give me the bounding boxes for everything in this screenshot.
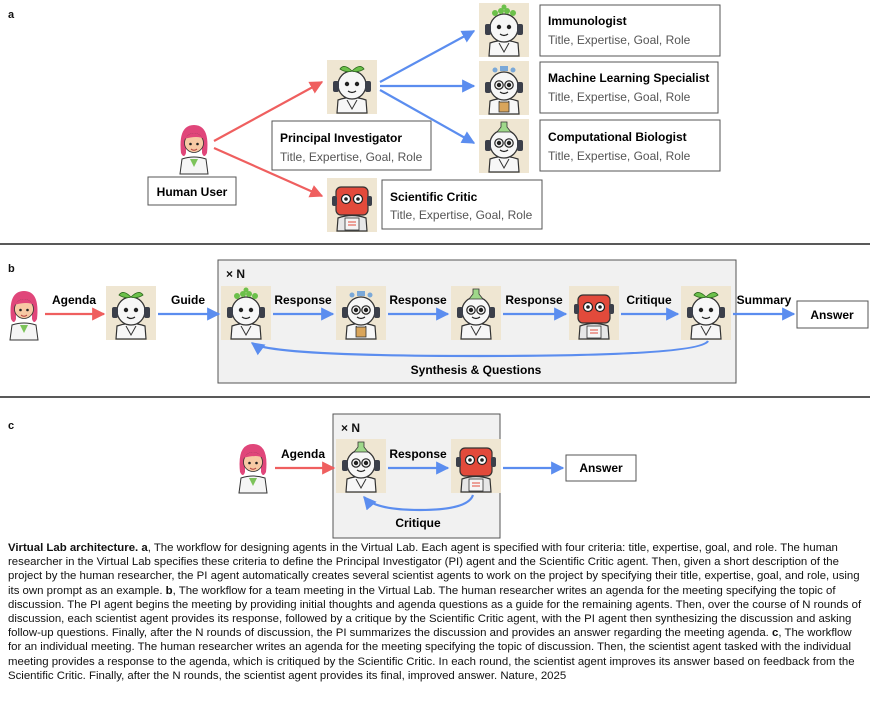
pi-box <box>271 120 432 171</box>
immunologist-icon <box>479 3 529 57</box>
b-compbio-icon <box>451 286 501 340</box>
c-critique-label: Critique <box>395 516 441 530</box>
comp-biologist-icon <box>479 119 529 173</box>
ml-specialist-title: Machine Learning Specialist <box>548 71 709 85</box>
critic-robot-icon <box>327 178 377 232</box>
arrow-pi-to-compbio <box>379 89 476 144</box>
b-response-label-3: Response <box>505 293 563 307</box>
b-pi-summary-icon <box>681 286 731 340</box>
panel-c-label: c <box>8 420 14 432</box>
b-agenda-label: Agenda <box>52 293 96 307</box>
b-critique-label: Critique <box>626 293 672 307</box>
b-answer-label: Answer <box>810 308 854 322</box>
caption-b-label: b <box>165 584 173 597</box>
caption-c-text: , The workflow for an individual meeting… <box>8 627 855 682</box>
c-critic-icon <box>451 439 501 493</box>
arrow-pi-to-immunologist <box>379 30 476 83</box>
pi-robot-icon <box>327 60 377 114</box>
b-summary-label: Summary <box>737 293 792 307</box>
human-user-box <box>147 176 237 206</box>
immunologist-criteria: Title, Expertise, Goal, Role <box>548 33 691 47</box>
critic-box <box>381 179 543 230</box>
ml-specialist-box <box>539 61 719 114</box>
comp-biologist-title: Computational Biologist <box>548 130 687 144</box>
b-human-icon <box>9 290 39 341</box>
individual-loop-count: × N <box>341 421 360 435</box>
b-response-label-2: Response <box>389 293 447 307</box>
caption-a-text: , The workflow for designing agents in t… <box>8 542 860 597</box>
critic-title: Scientific Critic <box>390 190 478 204</box>
b-response-label-1: Response <box>274 293 332 307</box>
critic-criteria: Title, Expertise, Goal, Role <box>390 208 533 222</box>
ml-specialist-icon <box>479 61 529 115</box>
arrow-human-to-pi <box>213 81 324 142</box>
arrow-human-to-critic <box>213 146 324 198</box>
team-loop-count: × N <box>226 267 245 281</box>
pi-title: Principal Investigator <box>280 131 402 145</box>
c-scientist-icon <box>336 439 386 493</box>
c-agenda-label: Agenda <box>281 447 325 461</box>
b-immunologist-icon <box>221 286 271 340</box>
pi-criteria: Title, Expertise, Goal, Role <box>280 150 423 164</box>
c-arrow-critique <box>363 494 475 512</box>
c-response-label: Response <box>389 447 447 461</box>
caption-a-label: a <box>141 542 148 554</box>
comp-biologist-box <box>539 119 721 172</box>
b-arrow-synthesis <box>250 340 709 358</box>
b-pi-icon <box>106 286 156 340</box>
b-answer-box <box>796 300 869 329</box>
caption-c-label: c <box>772 627 779 640</box>
comp-biologist-criteria: Title, Expertise, Goal, Role <box>548 149 691 163</box>
caption-title: Virtual Lab architecture. <box>8 542 139 554</box>
b-critic-icon <box>569 286 619 340</box>
ml-specialist-criteria: Title, Expertise, Goal, Role <box>548 90 691 104</box>
immunologist-title: Immunologist <box>548 14 627 28</box>
panel-a-label: a <box>8 9 15 21</box>
human-user-label: Human User <box>157 185 228 199</box>
immunologist-box <box>539 4 721 57</box>
b-ml-icon <box>336 286 386 340</box>
panel-b-label: b <box>8 263 15 275</box>
b-guide-label: Guide <box>171 293 205 307</box>
c-human-icon <box>238 443 268 494</box>
c-answer-label: Answer <box>579 461 623 475</box>
figure-caption: Virtual Lab architecture. a, The workflo… <box>8 541 864 683</box>
c-answer-box <box>565 454 637 482</box>
b-synthesis-label: Synthesis & Questions <box>411 363 542 377</box>
human-user-icon <box>179 124 209 175</box>
caption-b-text: , The workflow for a team meeting in the… <box>8 584 862 640</box>
